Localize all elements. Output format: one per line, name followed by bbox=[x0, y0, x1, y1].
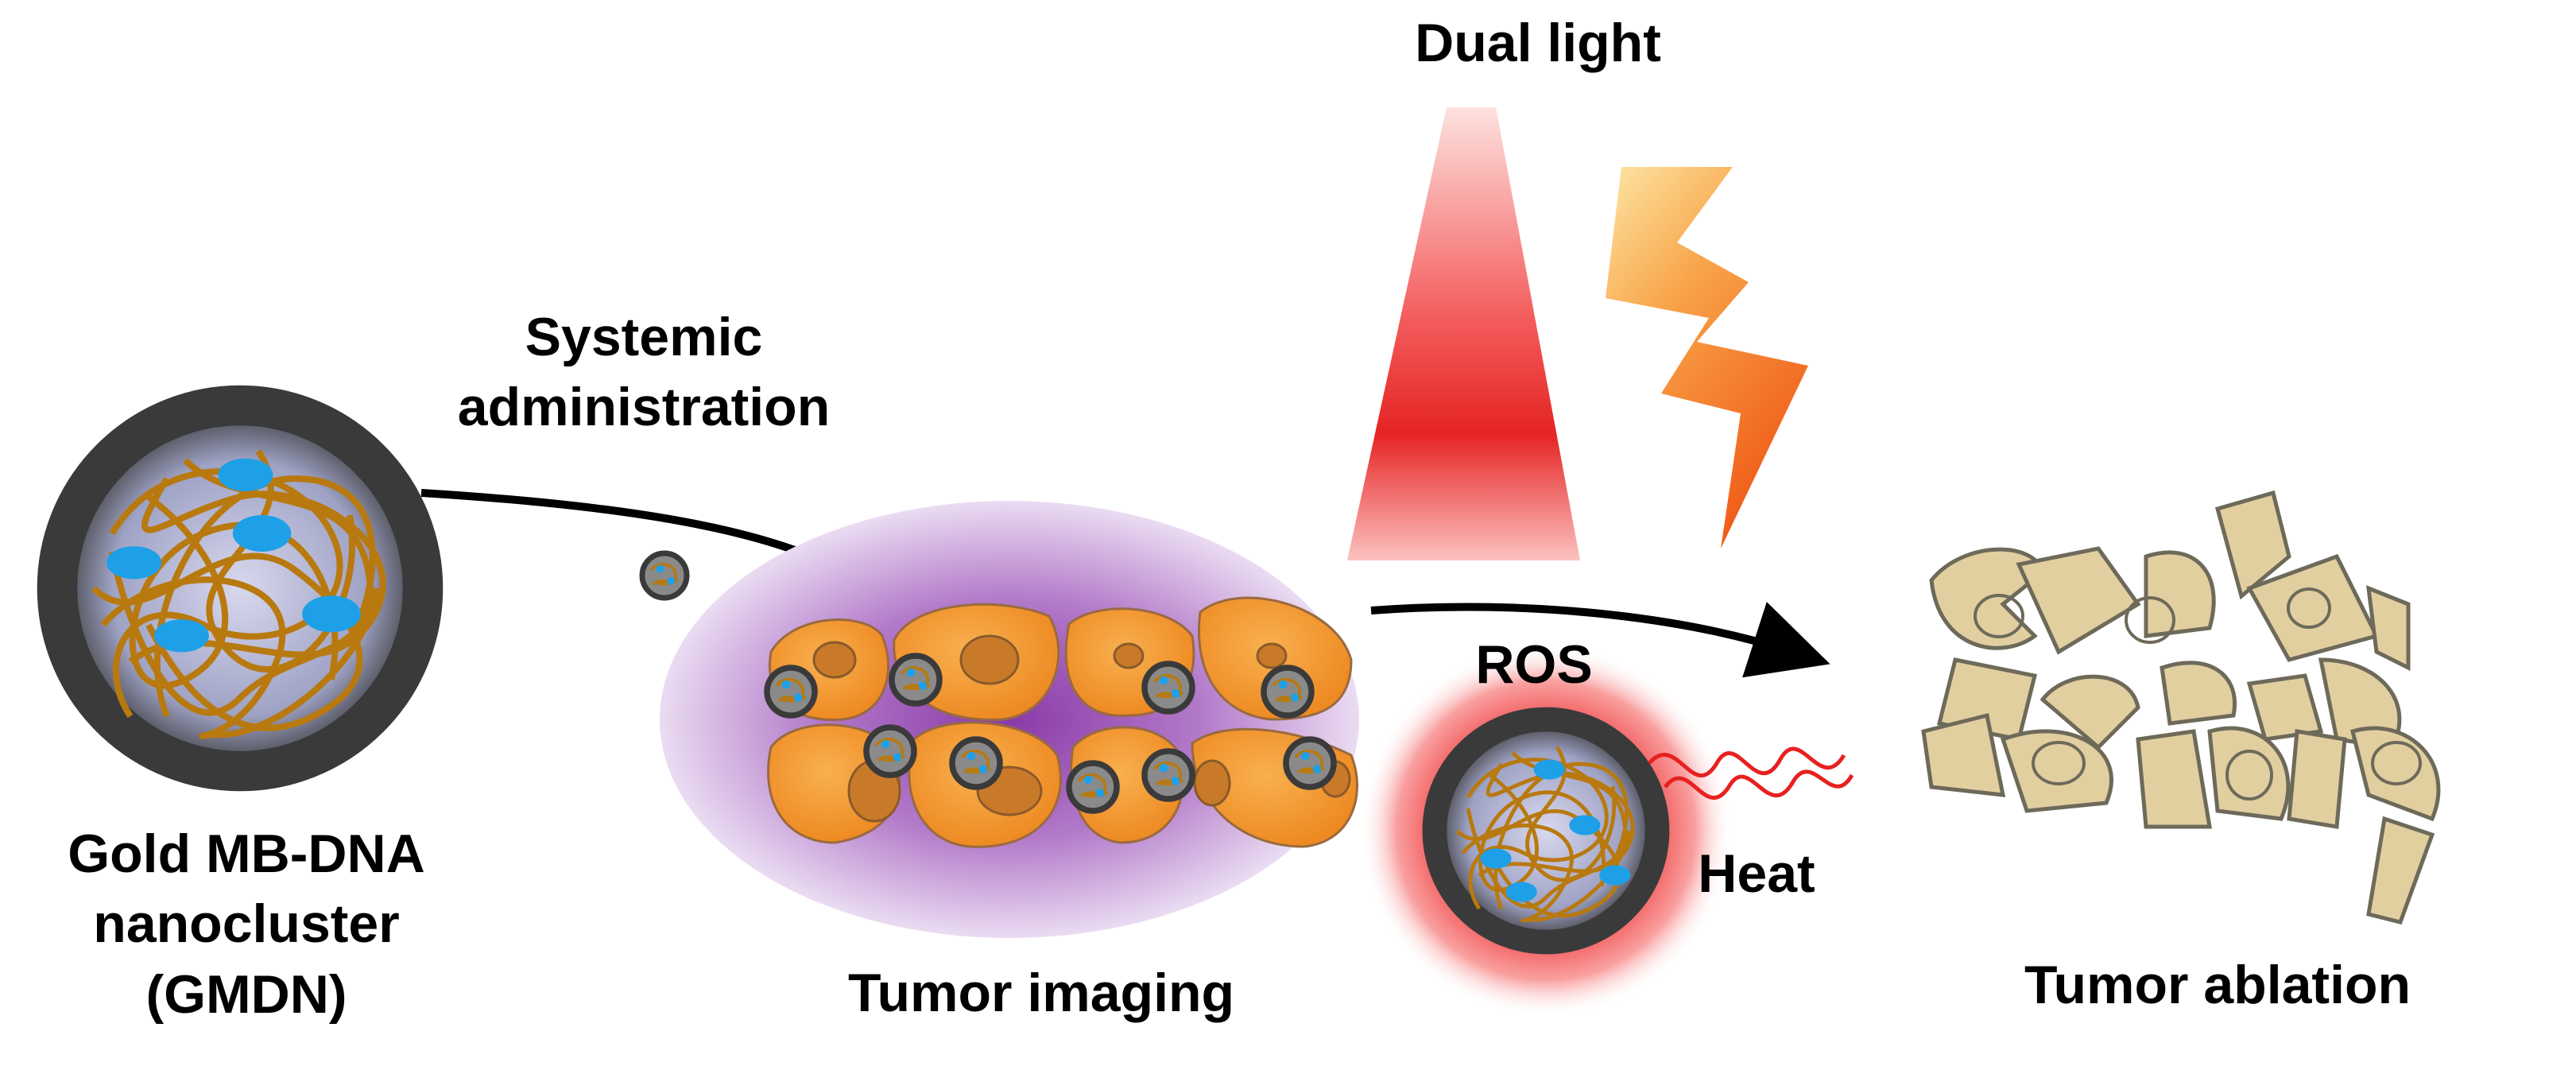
systemic-administration-line-2: administration bbox=[457, 377, 831, 438]
heat-wave-2 bbox=[1664, 770, 1854, 801]
dual-light-text: Dual light bbox=[1415, 13, 1661, 73]
heat-label: Heat bbox=[1669, 839, 1844, 909]
gmdn-label: Gold MB-DNA nanocluster (GMDN) bbox=[0, 819, 493, 1029]
tumor-imaging-label: Tumor imaging bbox=[795, 958, 1288, 1028]
gmdn-line-2: nanocluster bbox=[93, 894, 400, 955]
tumor-ablation-text: Tumor ablation bbox=[2024, 955, 2411, 1015]
tumor-ablation-label: Tumor ablation bbox=[1963, 950, 2472, 1020]
dual-light-label: Dual light bbox=[1387, 8, 1689, 78]
tumor-imaging-cluster bbox=[660, 501, 1359, 938]
systemic-administration-label: Systemic administration bbox=[429, 302, 858, 443]
tumor-imaging-text: Tumor imaging bbox=[847, 963, 1235, 1023]
red-light-beam bbox=[1347, 107, 1580, 560]
heat-wave bbox=[1648, 746, 1846, 777]
activated-nanocluster bbox=[1359, 644, 1733, 1018]
heat-text: Heat bbox=[1698, 843, 1815, 904]
gmdn-line-3: (GMDN) bbox=[145, 963, 347, 1025]
ros-text: ROS bbox=[1475, 634, 1593, 695]
fragment-nuclei bbox=[1974, 587, 2422, 801]
ablated-tumor-fragments bbox=[1921, 490, 2441, 925]
gmdn-nanocluster-large bbox=[57, 405, 423, 771]
lightning-bolt bbox=[1606, 167, 1808, 549]
ablation-arrow bbox=[1370, 602, 1830, 678]
gmdn-line-1: Gold MB-DNA bbox=[68, 824, 425, 884]
systemic-administration-line-1: Systemic bbox=[525, 307, 763, 367]
ros-label: ROS bbox=[1455, 630, 1613, 700]
circulating-nanocluster bbox=[642, 553, 687, 598]
